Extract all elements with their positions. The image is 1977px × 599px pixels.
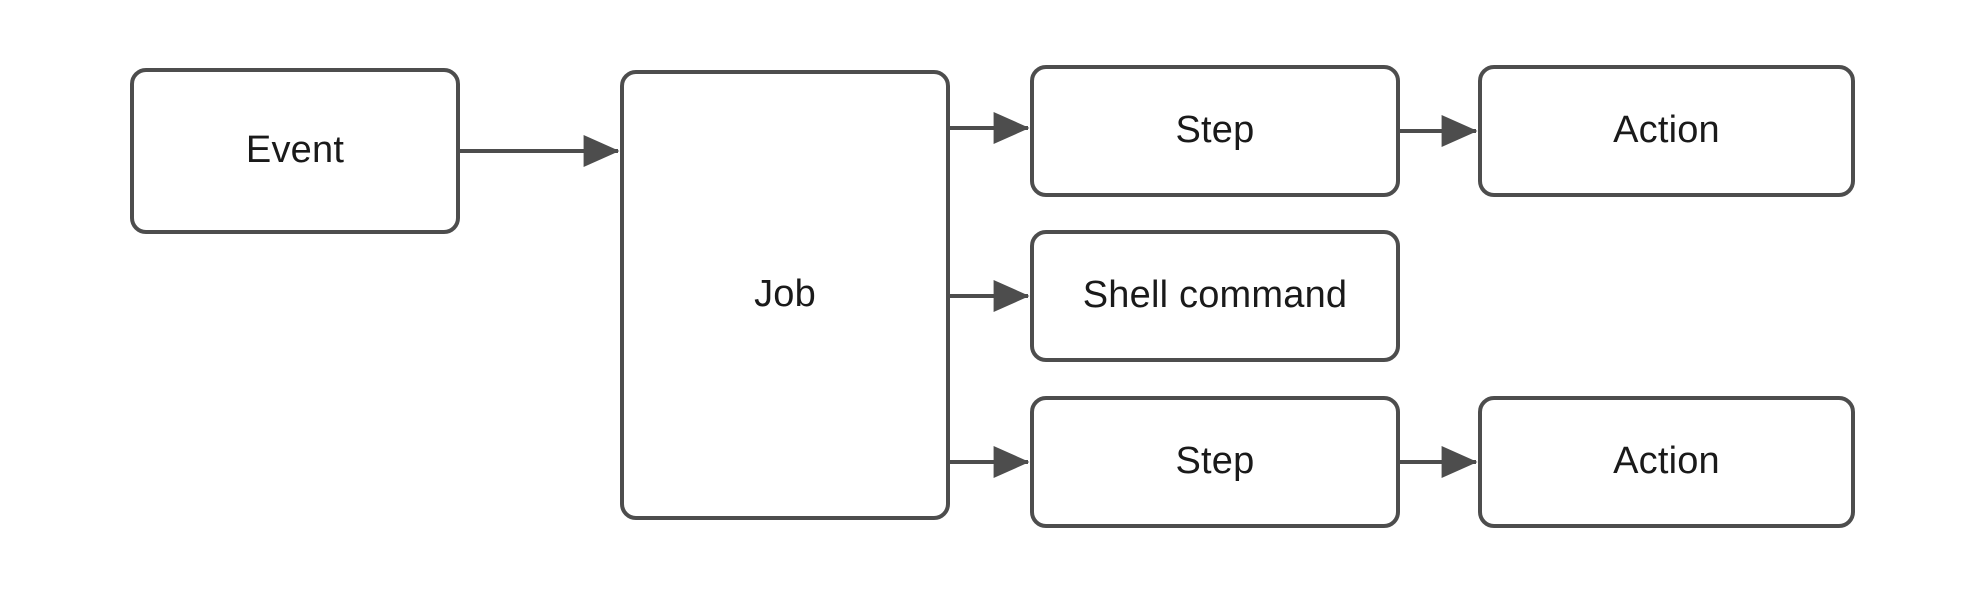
node-action-bottom-label: Action [1613,440,1720,483]
node-step-top[interactable]: Step [1030,65,1400,197]
node-step-bottom-label: Step [1175,440,1255,483]
node-shell-command[interactable]: Shell command [1030,230,1400,362]
node-job-label: Job [754,273,816,316]
node-action-top[interactable]: Action [1478,65,1855,197]
node-action-top-label: Action [1613,109,1720,152]
node-job[interactable]: Job [620,70,950,520]
node-shell-command-label: Shell command [1082,274,1348,317]
node-event-label: Event [245,129,345,172]
node-action-bottom[interactable]: Action [1478,396,1855,528]
node-step-bottom[interactable]: Step [1030,396,1400,528]
node-step-top-label: Step [1175,109,1255,152]
node-event[interactable]: Event [130,68,460,234]
